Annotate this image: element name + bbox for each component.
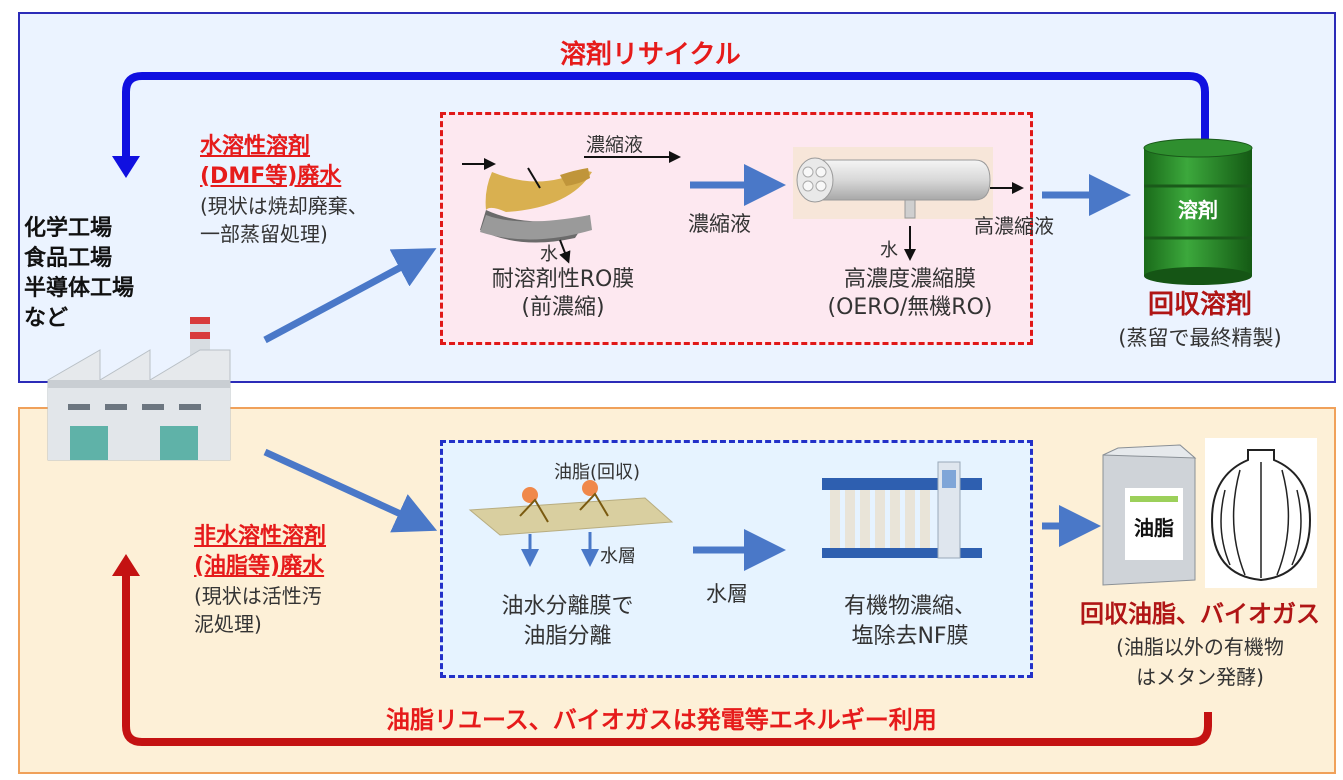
oero-water-label: 水 (880, 240, 898, 261)
water-soluble-wastewater-label: 水溶性溶剤 (DMF等)廃水 (現状は焼却廃棄、 一部蒸留処理) (200, 132, 368, 248)
water-soluble-note-2: 一部蒸留処理) (200, 222, 328, 246)
ro-name-line-2: (前濃縮) (521, 295, 605, 320)
separation-water-layer-label: 水層 (600, 546, 636, 567)
mid-concentrate-label: 濃縮液 (688, 212, 751, 236)
ro-membrane-name: 耐溶剤性RO膜 (前濃縮) (458, 266, 668, 322)
ro-concentrate-label: 濃縮液 (586, 134, 644, 156)
oil-sep-name-line-2: 油脂分離 (523, 624, 612, 649)
oil-note-line-2: はメタン発酵) (1136, 665, 1264, 689)
non-water-soluble-title-2: (油脂等)廃水 (194, 554, 325, 579)
non-water-soluble-wastewater-label: 非水溶性溶剤 (油脂等)廃水 (現状は活性汚 泥処理) (194, 522, 326, 638)
drum-label: 溶剤 (1178, 198, 1218, 222)
oero-name-line-1: 高濃度濃縮膜 (843, 267, 976, 292)
water-soluble-title-2: (DMF等)廃水 (200, 164, 342, 189)
oil-recovery-label: 油脂(回収) (554, 462, 641, 483)
ro-water-label: 水 (540, 244, 558, 265)
oil-sep-name-line-1: 油水分離膜で (501, 594, 634, 619)
water-soluble-title-1: 水溶性溶剤 (200, 134, 311, 159)
factory-icon (47, 317, 231, 461)
biogas-bag-icon (1205, 438, 1317, 588)
oil-separation-membrane-name: 油水分離膜で 油脂分離 (460, 592, 675, 652)
oil-can-label: 油脂 (1134, 516, 1174, 540)
recovered-oil-biogas-label: 回収油脂、バイオガス (1080, 600, 1320, 628)
non-water-soluble-note-2: 泥処理) (194, 612, 262, 636)
nf-name-line-2: 塩除去NF膜 (851, 624, 969, 649)
nf-name-line-1: 有機物濃縮、 (843, 594, 976, 619)
high-concentrate-label: 高濃縮液 (974, 214, 1054, 238)
factory-line-1: 化学工場 (24, 216, 113, 241)
factory-line-2: 食品工場 (24, 246, 113, 271)
factory-line-4: など (24, 306, 69, 331)
oil-reuse-title: 油脂リユース、バイオガスは発電等エネルギー利用 (386, 706, 937, 734)
factory-line-3: 半導体工場 (24, 276, 135, 301)
oil-note-line-1: (油脂以外の有機物 (1116, 635, 1284, 659)
oil-can-icon (1102, 444, 1197, 586)
nf-membrane-system-icon (822, 461, 982, 559)
water-soluble-note-1: (現状は焼却廃棄、 (200, 194, 368, 218)
nf-membrane-name: 有機物濃縮、 塩除去NF膜 (790, 592, 1030, 652)
factory-label: 化学工場 食品工場 半導体工場 など (24, 214, 134, 334)
flow-arrow-to-oil-sep (263, 448, 438, 533)
solvent-recycle-arrow (112, 72, 1209, 178)
oero-membrane-name: 高濃度濃縮膜 (OERO/無機RO) (790, 266, 1030, 322)
ro-membrane-icon (462, 151, 681, 264)
non-water-soluble-title-1: 非水溶性溶剤 (194, 524, 327, 549)
recovered-oil-note: (油脂以外の有機物 はメタン発酵) (1070, 632, 1330, 692)
oil-separation-membrane-icon (468, 480, 674, 567)
recovered-solvent-label: 回収溶剤 (1147, 290, 1252, 320)
recovered-solvent-note: (蒸留で最終精製) (1118, 326, 1282, 350)
oero-name-line-2: (OERO/無機RO) (827, 295, 993, 320)
ro-name-line-1: 耐溶剤性RO膜 (491, 267, 635, 292)
solvent-drum-icon (1143, 138, 1253, 285)
non-water-soluble-note-1: (現状は活性汚 (194, 584, 322, 608)
flow-arrow-to-ro (263, 248, 437, 344)
solvent-recycle-title: 溶剤リサイクル (560, 40, 741, 70)
oil-reuse-arrow (112, 554, 1212, 746)
mid-water-layer-label: 水層 (706, 582, 748, 606)
oero-module-icon (793, 147, 1024, 261)
